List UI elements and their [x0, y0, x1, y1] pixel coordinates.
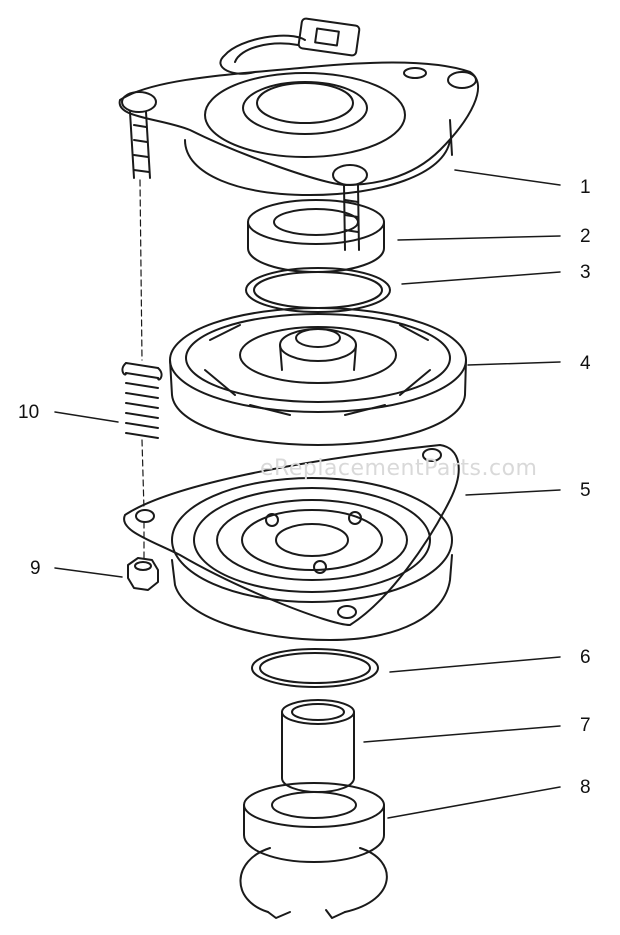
- bearing-part-8: [239, 782, 388, 919]
- connector-plug: [297, 17, 361, 57]
- field-housing-part-1: [118, 17, 480, 251]
- retaining-ring-part-3: [245, 267, 391, 313]
- callout-5: 5: [580, 480, 591, 501]
- callout-2: 2: [580, 226, 591, 247]
- callout-7: 7: [580, 715, 591, 736]
- callout-leader-lines: [54, 169, 561, 819]
- callout-3: 3: [580, 262, 591, 283]
- callout-6: 6: [580, 647, 591, 668]
- armature-plate-part-5: [123, 444, 460, 641]
- watermark: eReplacementParts.com: [260, 456, 538, 481]
- callout-10: 10: [18, 402, 40, 423]
- mount-hole: [121, 91, 157, 113]
- retaining-ring-part-6: [251, 648, 379, 688]
- callout-9: 9: [30, 558, 41, 579]
- assembly-guide-lines: [139, 179, 145, 561]
- rotor-part-4: [169, 307, 467, 446]
- callout-1: 1: [580, 177, 591, 198]
- spring-part-10: [121, 362, 163, 439]
- flange-hole: [135, 509, 155, 523]
- hex-nut-part-9: [127, 557, 159, 591]
- callout-4: 4: [580, 353, 591, 374]
- bearing-part-2: [247, 199, 385, 273]
- spacer-sleeve-part-7: [281, 699, 355, 793]
- callout-8: 8: [580, 777, 591, 798]
